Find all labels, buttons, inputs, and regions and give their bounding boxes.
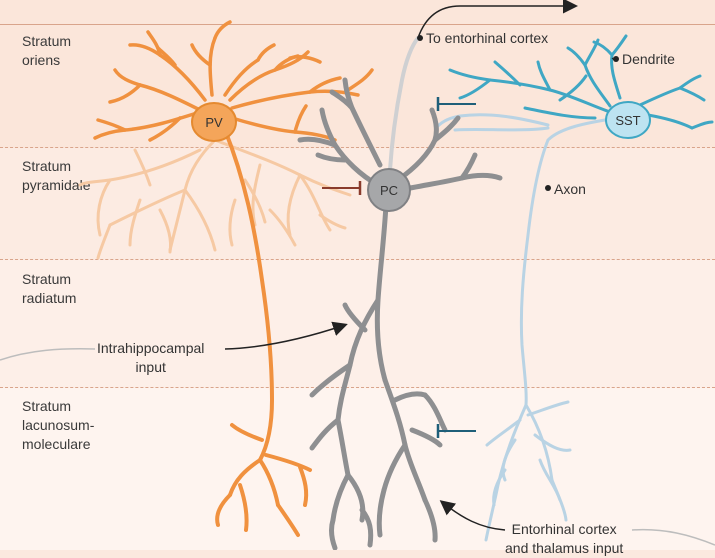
layer-divider [0,147,715,148]
pv-inhibit-synapse [322,181,362,195]
dendrite-label: Dendrite [622,51,675,67]
entorhinal-arrow-head [439,500,506,531]
axon-label: Axon [554,181,586,197]
layer-label-pyramidale: Stratum pyramidale [22,158,91,193]
sst-soma [605,101,651,139]
intrahippocampal-arrow [0,348,96,361]
pc-dendrites [297,77,503,550]
layer-band-pyramidale [0,148,715,260]
pv-soma [191,102,237,142]
intrahippocampal-label: Intrahippocampal input [97,340,205,375]
pv-descending-axon [215,128,312,537]
entorhinal-input-label: Entorhinal cortex and thalamus input [505,521,624,556]
intrahippocampal-arrow-head [224,321,348,350]
pc-axon [388,36,420,172]
layer-divider [0,259,715,260]
layer-label-radiatum: Stratum radiatum [22,271,77,306]
output-arrow [417,0,578,39]
sst-inhibit-synapse-lower [436,424,476,438]
leader-dot [417,35,423,41]
layer-label-oriens: Stratum oriens [22,33,72,68]
pc-soma [367,168,411,212]
sst-dendrites [448,34,714,130]
leader-dot [545,185,551,191]
entorhinal-arrow [631,528,715,546]
layer-label-lacunosum: Stratum lacunosum- moleculare [22,398,95,452]
leader-dot [613,56,619,62]
sst-label: SST [615,113,640,128]
layer-divider [0,387,715,388]
pv-dendrites [93,20,374,142]
top-boundary-line [0,24,715,25]
sst-inhibit-synapse-upper [436,97,476,111]
to-entorhinal-label: To entorhinal cortex [426,30,549,46]
pc-label: PC [380,183,398,198]
pv-label: PV [205,115,223,130]
pv-axon [78,138,352,260]
sst-axon [436,113,619,542]
layer-band-lacunosum [0,388,715,550]
